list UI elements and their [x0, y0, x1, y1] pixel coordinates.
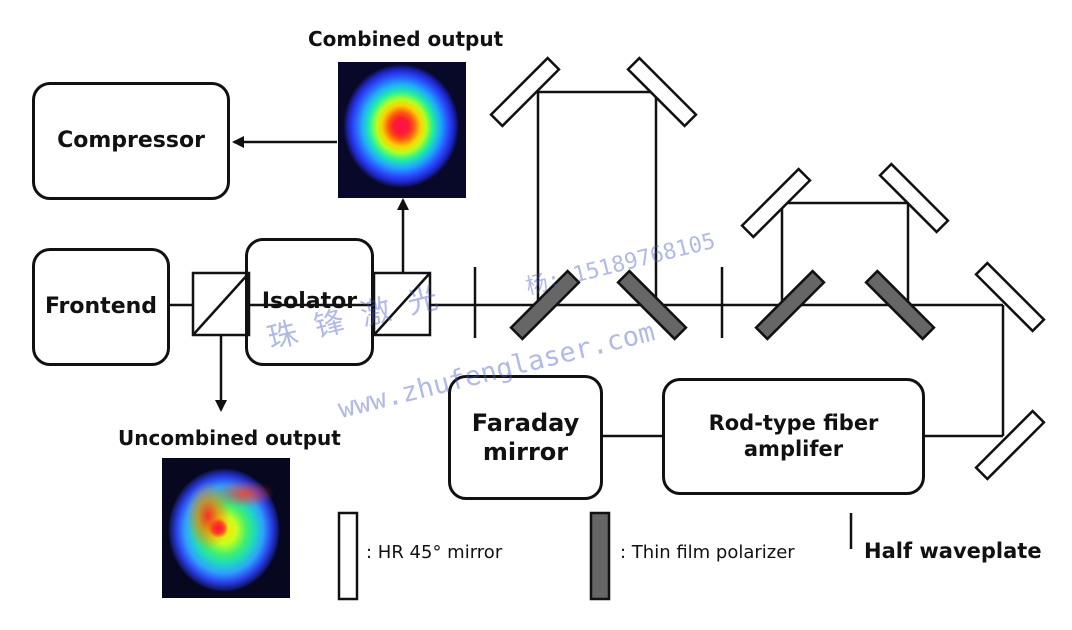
hr-mirror [740, 167, 812, 239]
delay-loop-2 [780, 201, 910, 305]
compressor-label: Compressor [57, 127, 205, 153]
thin-film-polarizer [616, 269, 688, 341]
faraday-mirror-box: Faraday mirror [448, 375, 603, 500]
rod-amplifier-label-line2: amplifer [743, 436, 844, 461]
legend-hr-mirror-symbol [337, 511, 359, 601]
isolator-box: Isolator [245, 238, 374, 366]
thin-film-polarizer [864, 269, 936, 341]
rod-amplifier-label-line1: Rod-type fiber [708, 411, 879, 436]
frontend-label: Frontend [44, 293, 158, 319]
frontend-box: Frontend [32, 248, 170, 366]
hr-mirrors [489, 56, 1046, 481]
thin-film-polarizers [509, 269, 936, 341]
compressor-box: Compressor [32, 82, 230, 200]
legend-half-waveplate-label: Half waveplate [864, 539, 1042, 563]
delay-loop-1 [536, 90, 658, 305]
right-pbs-cube [372, 271, 432, 337]
faraday-mirror-label-line2: mirror [482, 437, 569, 466]
thin-film-polarizer [754, 269, 826, 341]
thin-film-polarizer [509, 269, 581, 341]
beam-splitter-cubes [191, 271, 432, 337]
rod-amplifier-box: Rod-type fiber amplifer [662, 378, 925, 495]
hr-mirror [626, 56, 698, 128]
left-pbs-cube [191, 271, 251, 337]
isolator-label: Isolator [261, 288, 358, 314]
legend-symbols [337, 511, 853, 601]
hr-mirror [489, 56, 561, 128]
hr-mirror [974, 409, 1046, 481]
legend-hr-mirror-label: : HR 45° mirror [366, 542, 503, 563]
uncombined-beam-profile-image [162, 458, 290, 598]
half-waveplates [473, 267, 724, 338]
legend-tfp-symbol [589, 511, 611, 601]
uncombined-output-caption: Uncombined output [118, 426, 341, 450]
legend-tfp-label: : Thin film polarizer [620, 542, 795, 563]
combined-output-caption: Combined output [308, 27, 504, 51]
combined-beam-profile-image [338, 62, 466, 198]
beam-paths [170, 90, 1005, 438]
faraday-mirror-label-line1: Faraday [471, 408, 580, 437]
hr-mirror [974, 261, 1046, 333]
hr-mirror [878, 162, 950, 234]
